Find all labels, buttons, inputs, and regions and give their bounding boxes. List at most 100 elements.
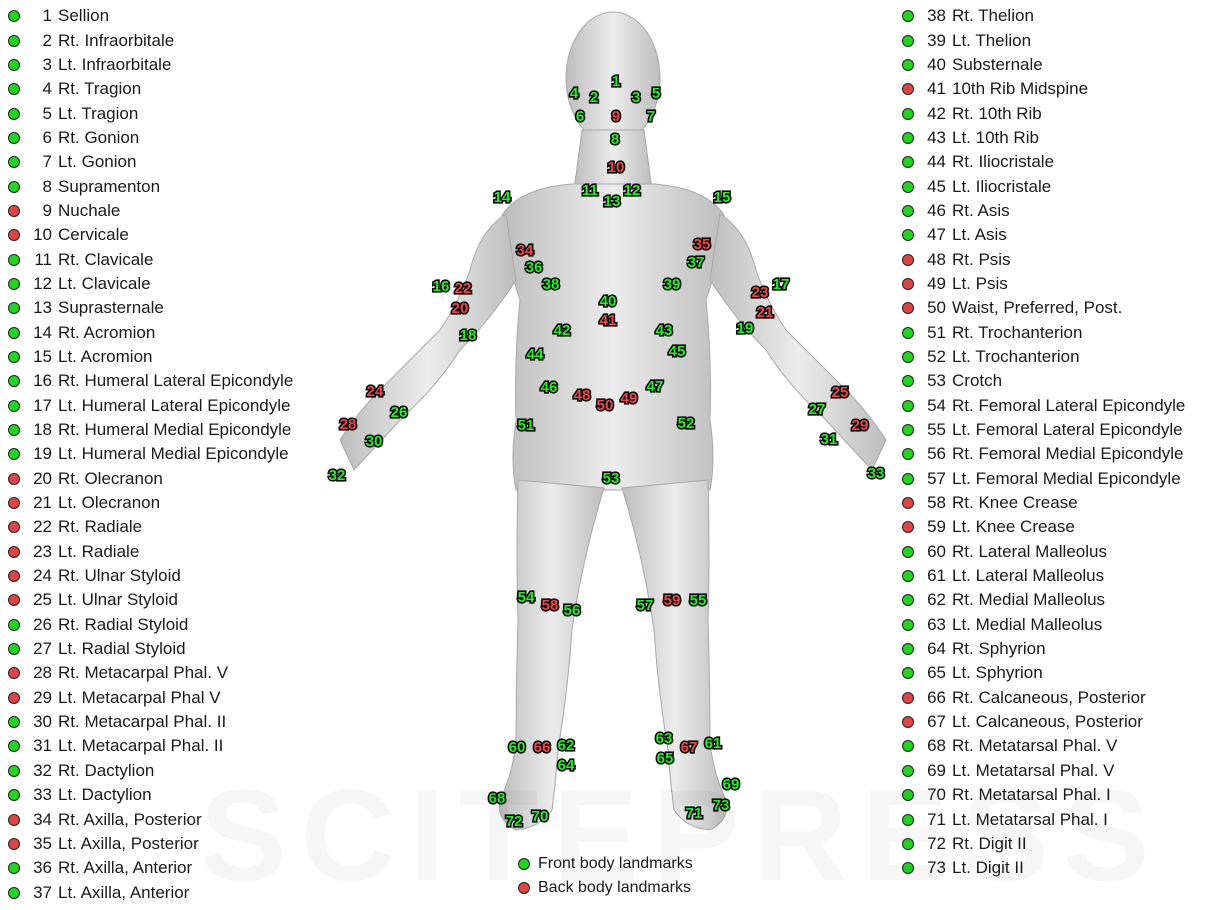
front-dot-icon [8,302,20,314]
back-dot-icon [8,521,20,533]
landmark-marker-63: 63 [656,730,673,747]
landmark-marker-21: 21 [757,304,774,321]
legend-number: 26 [28,615,52,635]
front-dot-icon [902,351,914,363]
legend-label: Rt. Digit II [952,834,1027,854]
landmark-marker-58: 58 [542,597,559,614]
legend-label: Lt. Clavicale [58,274,151,294]
landmark-marker-69: 69 [723,776,740,793]
front-dot-icon [8,59,20,71]
legend-item-12: 12 Lt. Clavicale [8,272,293,296]
legend-label: Rt. Dactylion [58,761,154,781]
legend-item-58: 58Rt. Knee Crease [902,491,1185,515]
legend-number: 32 [28,761,52,781]
legend-number: 18 [28,420,52,440]
landmark-marker-48: 48 [574,387,591,404]
legend-item-59: 59Lt. Knee Crease [902,515,1185,539]
legend-number: 66 [922,688,946,708]
legend-label: Rt. 10th Rib [952,104,1042,124]
landmark-marker-66: 66 [534,739,551,756]
landmark-marker-25: 25 [832,384,849,401]
legend-number: 50 [922,298,946,318]
legend-label: Rt. Metacarpal Phal. V [58,663,228,683]
front-dot-icon [902,448,914,460]
legend-label: Lt. Femoral Lateral Epicondyle [952,420,1183,440]
legend-label: Rt. Infraorbitale [58,31,174,51]
legend-label: Lt. Tragion [58,104,138,124]
front-dot-icon [902,546,914,558]
key-back-label: Back body landmarks [538,879,691,897]
legend-number: 44 [922,152,946,172]
back-dot-icon [8,546,20,558]
legend-label: Sellion [58,6,109,26]
legend-item-72: 72Rt. Digit II [902,832,1185,856]
legend-number: 21 [28,493,52,513]
back-dot-icon [902,716,914,728]
legend-label: Rt. Knee Crease [952,493,1078,513]
legend-item-36: 36Rt. Axilla, Anterior [8,856,293,880]
front-dot-icon [902,181,914,193]
legend-item-54: 54Rt. Femoral Lateral Epicondyle [902,394,1185,418]
landmark-marker-24: 24 [367,383,384,400]
legend-number: 70 [922,785,946,805]
legend-number: 34 [28,810,52,830]
front-dot-icon [8,862,20,874]
legend-label: Rt. Psis [952,250,1011,270]
legend-number: 57 [922,469,946,489]
landmark-marker-39: 39 [664,276,681,293]
legend-label: Lt. Iliocristale [952,177,1051,197]
landmark-marker-64: 64 [558,757,575,774]
legend-label: Lt. Metatarsal Phal. I [952,810,1108,830]
landmark-marker-53: 53 [603,470,620,487]
landmark-marker-68: 68 [489,790,506,807]
legend-item-64: 64Rt. Sphyrion [902,637,1185,661]
landmark-marker-18: 18 [460,327,477,344]
legend-number: 28 [28,663,52,683]
marker-key: Front body landmarks Back body landmarks [518,852,693,900]
legend-label: Lt. Humeral Lateral Epicondyle [58,396,290,416]
legend-label: Lt. Metacarpal Phal V [58,688,221,708]
legend-label: Rt. Lateral Malleolus [952,542,1107,562]
front-dot-icon [8,400,20,412]
legend-number: 19 [28,444,52,464]
legend-number: 55 [922,420,946,440]
legend-label: Rt. Radiale [58,517,142,537]
legend-number: 14 [28,323,52,343]
landmark-marker-32: 32 [329,467,346,484]
legend-label: Rt. Calcaneous, Posterior [952,688,1146,708]
legend-number: 5 [28,104,52,124]
legend-number: 62 [922,590,946,610]
legend-label: Rt. Medial Malleolus [952,590,1105,610]
landmark-marker-10: 10 [608,159,625,176]
legend-number: 13 [28,298,52,318]
legend-label: Rt. Axilla, Anterior [58,858,192,878]
landmark-marker-40: 40 [600,293,617,310]
landmark-marker-13: 13 [604,193,621,210]
legend-number: 23 [28,542,52,562]
front-dot-icon [8,619,20,631]
legend-number: 12 [28,274,52,294]
legend-number: 54 [922,396,946,416]
front-dot-icon [902,643,914,655]
front-dot-icon [8,789,20,801]
legend-label: Lt. Gonion [58,152,136,172]
legend-label: Cervicale [58,225,129,245]
front-dot-icon [8,327,20,339]
legend-label: Lt. Metatarsal Phal. V [952,761,1115,781]
landmark-marker-42: 42 [554,322,571,339]
legend-label: Rt. Sphyrion [952,639,1046,659]
key-back-row: Back body landmarks [518,876,693,900]
landmark-marker-71: 71 [686,805,703,822]
legend-label: Lt. Radiale [58,542,139,562]
landmark-marker-45: 45 [669,343,686,360]
